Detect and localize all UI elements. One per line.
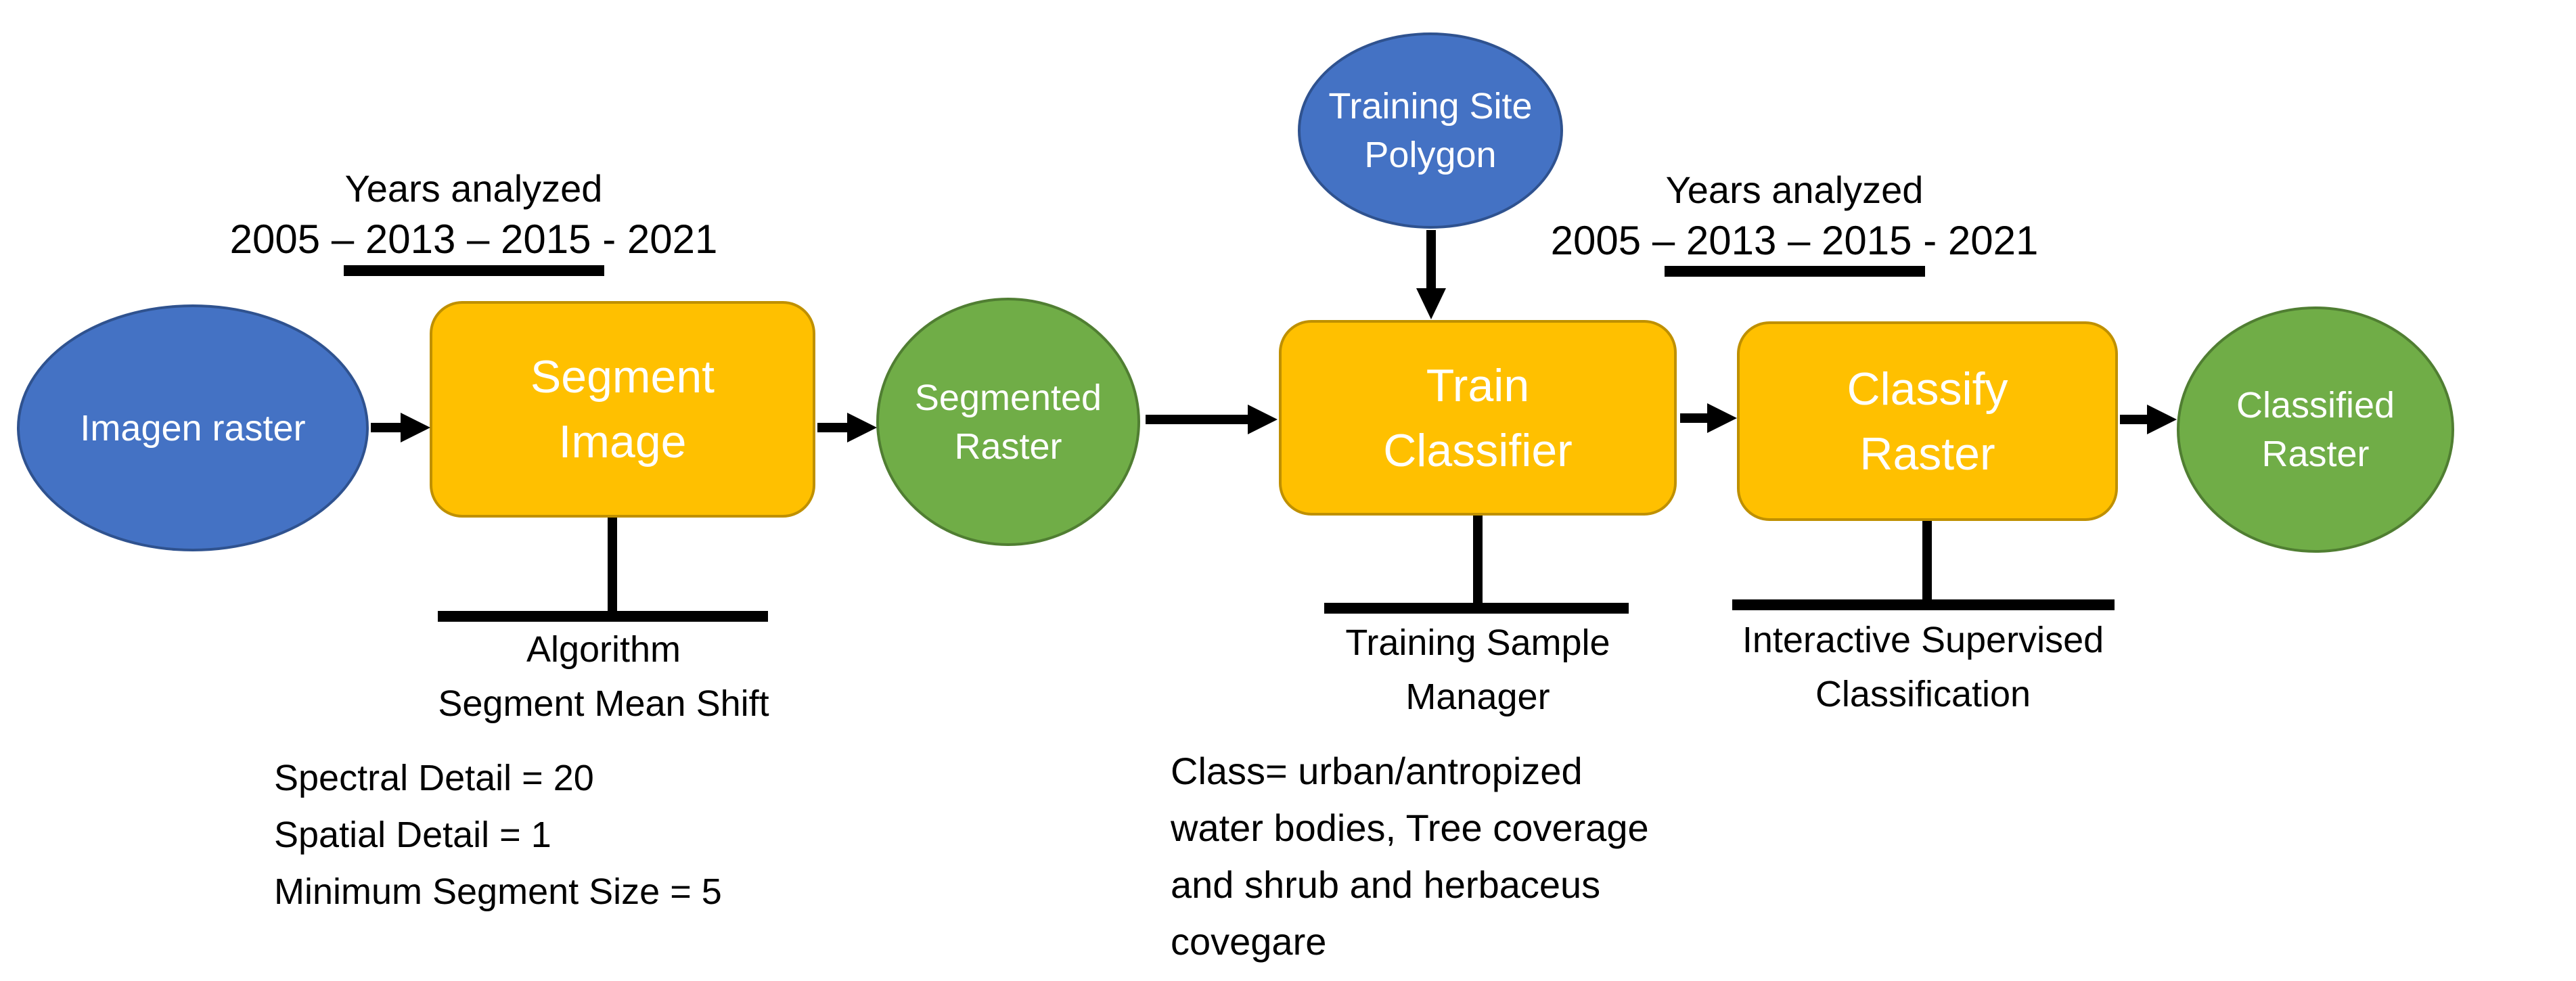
class-note-line3: and shrub and herbaceus: [1171, 863, 1601, 906]
connector-train-classifier-tool: [1473, 516, 1483, 604]
training-site-polygon-line1: Training Site: [1328, 86, 1533, 127]
class-note-line2: water bodies, Tree coverage: [1171, 806, 1649, 849]
node-segmented-raster: Segmented Raster: [876, 298, 1140, 546]
arrow-head: [1707, 403, 1737, 433]
years-analyzed-left: Years analyzed 2005 – 2013 – 2015 - 2021: [203, 164, 744, 265]
classify-tool-label: Interactive Supervised Classification: [1666, 613, 2180, 721]
segment-image-line2: Image: [558, 416, 687, 467]
connector-classify-raster-tool: [1922, 521, 1932, 601]
train-classifier-line1: Train: [1426, 359, 1530, 411]
segment-tool-line2: Segment Mean Shift: [438, 683, 769, 724]
classify-tool-line1: Interactive Supervised: [1742, 620, 2104, 660]
node-segment-image: Segment Image: [430, 301, 815, 518]
train-tool-label: Training Sample Manager: [1221, 616, 1735, 724]
node-training-site-polygon-label: Training Site Polygon: [1328, 82, 1532, 179]
node-training-site-polygon: Training Site Polygon: [1298, 32, 1563, 229]
arrow-shaft: [2120, 415, 2152, 424]
node-train-classifier: Train Classifier: [1279, 320, 1677, 516]
segment-tool-label: Algorithm Segment Mean Shift: [346, 622, 861, 731]
param-spectral-detail: Spectral Detail = 20: [274, 758, 594, 798]
arrow-head: [1248, 405, 1278, 434]
segmented-raster-line2: Raster: [954, 426, 1062, 467]
class-note-line4: covegare: [1171, 920, 1327, 963]
classify-raster-line1: Classify: [1847, 363, 2008, 415]
segmented-raster-line1: Segmented: [914, 377, 1102, 418]
classified-raster-line2: Raster: [2261, 434, 2370, 474]
segment-image-line1: Segment: [530, 351, 715, 403]
arrow-shaft: [1680, 413, 1713, 423]
years-analyzed-left-range: 2005 – 2013 – 2015 - 2021: [229, 216, 718, 262]
classify-tool-line2: Classification: [1815, 674, 2031, 714]
node-classified-raster: Classified Raster: [2177, 306, 2454, 553]
train-classifier-line2: Classifier: [1383, 424, 1573, 476]
arrow-head: [847, 413, 877, 442]
classified-raster-line1: Classified: [2236, 385, 2395, 426]
train-tool-line1: Training Sample: [1345, 622, 1610, 663]
class-note-line1: Class= urban/antropized: [1171, 750, 1583, 792]
years-underline-left: [344, 265, 604, 276]
train-tool-line2: Manager: [1405, 677, 1550, 717]
arrow-train-classifier-to-classify-raster-icon: [1680, 403, 1737, 433]
classify-raster-line2: Raster: [1859, 428, 1995, 480]
arrow-classify-raster-to-classified-raster-icon: [2120, 405, 2177, 434]
segment-tool-line1: Algorithm: [526, 629, 681, 670]
callout-bar-train-tool: [1324, 603, 1629, 614]
callout-bar-classify-tool: [1732, 599, 2115, 610]
arrow-head: [2147, 405, 2177, 434]
node-classified-raster-label: Classified Raster: [2236, 381, 2395, 478]
years-analyzed-right-title: Years analyzed: [1665, 168, 1924, 211]
connector-segment-image-tool: [608, 518, 617, 612]
arrow-shaft: [1146, 415, 1252, 424]
years-underline-right: [1665, 266, 1925, 277]
arrow-shaft: [817, 423, 853, 432]
segment-parameters: Spectral Detail = 20 Spatial Detail = 1 …: [274, 750, 722, 920]
arrow-training-site-polygon-to-train-classifier-icon: [1416, 230, 1446, 319]
node-imagen-raster: Imagen raster: [17, 304, 369, 551]
arrow-shaft: [1426, 230, 1436, 292]
node-imagen-raster-label: Imagen raster: [80, 407, 306, 449]
node-classify-raster: Classify Raster: [1737, 321, 2118, 521]
node-classify-raster-label: Classify Raster: [1847, 357, 2008, 486]
years-analyzed-right: Years analyzed 2005 – 2013 – 2015 - 2021: [1524, 165, 2065, 267]
years-analyzed-right-range: 2005 – 2013 – 2015 - 2021: [1550, 218, 2039, 263]
arrow-shaft: [371, 423, 406, 432]
param-minimum-segment-size: Minimum Segment Size = 5: [274, 871, 722, 912]
arrow-segmented-raster-to-train-classifier-icon: [1146, 405, 1278, 434]
node-segmented-raster-label: Segmented Raster: [915, 373, 1102, 471]
node-train-classifier-label: Train Classifier: [1383, 353, 1573, 483]
arrow-head: [401, 413, 430, 442]
training-site-polygon-line2: Polygon: [1364, 135, 1497, 175]
train-classes-note: Class= urban/antropized water bodies, Tr…: [1171, 743, 1649, 970]
years-analyzed-left-title: Years analyzed: [344, 167, 603, 210]
arrow-head: [1416, 288, 1446, 319]
param-spatial-detail: Spatial Detail = 1: [274, 815, 551, 855]
arrow-imagen-raster-to-segment-image-icon: [371, 413, 430, 442]
callout-bar-segment-tool: [438, 611, 768, 622]
node-segment-image-label: Segment Image: [530, 344, 715, 474]
arrow-segment-image-to-segmented-raster-icon: [817, 413, 877, 442]
